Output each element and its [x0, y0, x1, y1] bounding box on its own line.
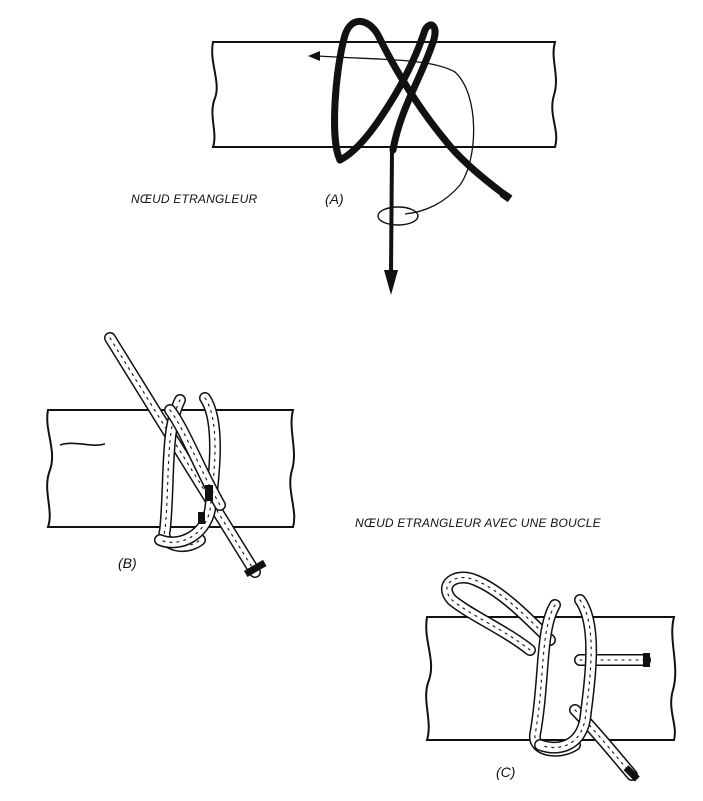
figure-tag-b: (B) [118, 555, 137, 571]
figure-tag-a: (A) [325, 191, 344, 207]
figure-c [425, 571, 677, 782]
caption-c: NŒUD ETRANGLEUR AVEC UNE BOUCLE [355, 516, 602, 530]
rope-a-tail [389, 149, 394, 273]
caption-a: NŒUD ETRANGLEUR [131, 192, 257, 206]
arrow-head-a [308, 51, 320, 61]
rope-a-arrow [384, 270, 398, 295]
loop-ring-a [377, 206, 419, 226]
figure-a [211, 18, 558, 295]
beam-b-grain [59, 442, 106, 446]
beam-c [425, 616, 677, 741]
figure-b [46, 332, 296, 578]
rope-b-shade-2 [198, 512, 205, 524]
rope-b-end [243, 559, 267, 577]
rope-a-crossing-2 [336, 21, 439, 164]
rope-a-end [499, 189, 513, 203]
rope-c-end-bottom [623, 765, 640, 782]
beam-a [211, 41, 558, 148]
rope-b-shade-1 [205, 485, 213, 501]
rope-a-crossing-1 [331, 18, 509, 199]
figure-tag-c: (C) [496, 764, 515, 780]
rope-c-end-right [643, 653, 650, 667]
